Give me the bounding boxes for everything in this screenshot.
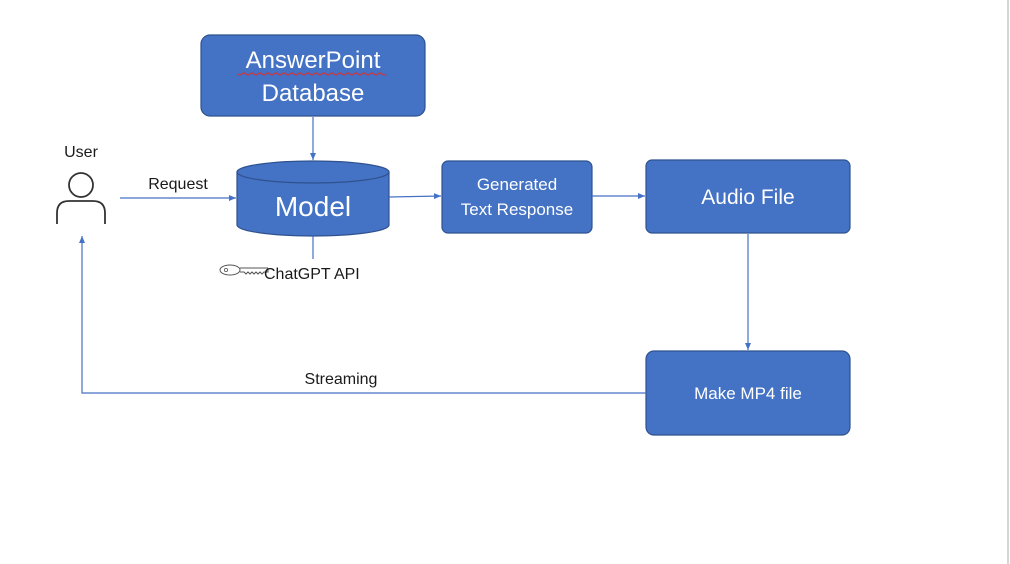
spellcheck-underline: [237, 72, 387, 76]
request-label: Request: [148, 176, 208, 193]
database-label-line1: AnswerPoint: [246, 47, 381, 74]
key-icon: [219, 264, 269, 276]
arrow-streaming-to-user: [79, 236, 646, 394]
generated-response-node: Generated Text Response: [441, 160, 593, 234]
model-label: Model: [275, 191, 351, 222]
mp4-node: Make MP4 file: [645, 350, 851, 436]
streaming-label: Streaming: [305, 371, 378, 388]
api-label: ChatGPT API: [264, 266, 360, 283]
audio-file-node: Audio File: [645, 159, 851, 234]
mp4-label: Make MP4 file: [694, 384, 802, 403]
generated-label-line1: Generated: [477, 175, 557, 194]
arrow-model-to-generated: [388, 193, 442, 200]
database-node: AnswerPoint Database: [200, 34, 426, 117]
model-node: Model: [236, 160, 390, 237]
audio-label: Audio File: [701, 186, 794, 209]
generated-label-line2: Text Response: [461, 200, 573, 219]
person-icon: [56, 172, 106, 224]
user-label: User: [64, 144, 98, 161]
database-label-line2: Database: [262, 80, 365, 107]
